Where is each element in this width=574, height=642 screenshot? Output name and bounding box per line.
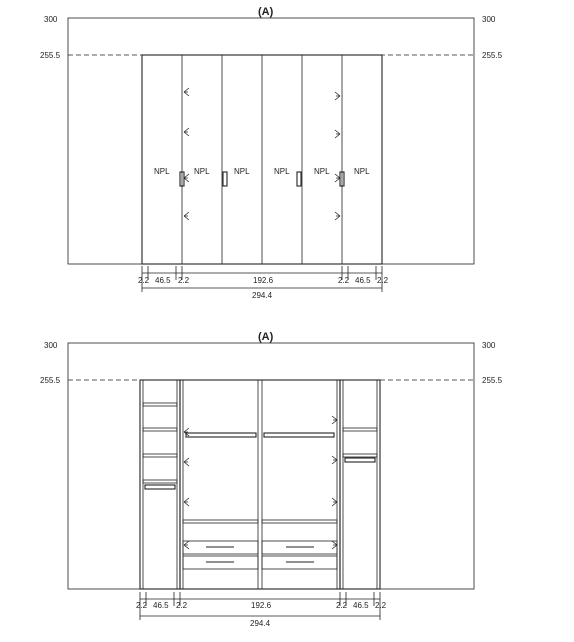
shelf (142, 479, 178, 484)
inner-height-label-bottom-right: 255.5 (482, 376, 503, 385)
drawer (182, 555, 259, 570)
interior-elevation: (A) 300 300 255.5 255.5 (40, 331, 503, 628)
shelf (182, 519, 259, 524)
hinge-icons-interior-left (183, 427, 190, 550)
view-label-bottom: (A) (258, 331, 274, 343)
dim-value: 2.2 (178, 276, 190, 285)
height-label-top-right: 300 (482, 15, 496, 24)
hinge-icons-left (183, 87, 190, 221)
center-module (179, 379, 341, 590)
hanging-rail (144, 484, 176, 490)
height-label-top-left: 300 (44, 15, 58, 24)
drawer (261, 540, 338, 555)
dim-value: 2.2 (336, 601, 348, 610)
door-label: NPL (194, 167, 210, 176)
shelf (342, 453, 378, 458)
dim-value: 2.2 (136, 601, 148, 610)
door-label: NPL (234, 167, 250, 176)
dim-value: 2.2 (338, 276, 350, 285)
total-width: 294.4 (252, 291, 273, 300)
dim-value: 2.2 (375, 601, 387, 610)
door-handle (296, 171, 302, 187)
inner-height-label-bottom-left: 255.5 (40, 376, 61, 385)
inner-height-label-top-right: 255.5 (482, 51, 503, 60)
dim-value: 46.5 (353, 601, 369, 610)
front-elevation: (A) 300 300 255.5 255.5 NPL NPL NPL NPL … (40, 6, 503, 300)
door-handle (222, 171, 228, 187)
dim-value: 2.2 (176, 601, 188, 610)
shelf (142, 453, 178, 458)
dim-value: 2.2 (138, 276, 150, 285)
inner-height-label-top-left: 255.5 (40, 51, 61, 60)
dimension-lines-bottom (139, 592, 381, 620)
door-label: NPL (274, 167, 290, 176)
dim-value: 46.5 (355, 276, 371, 285)
drawer (182, 540, 259, 555)
right-module (339, 379, 381, 590)
hanging-rail (263, 432, 335, 438)
shelf (142, 427, 178, 432)
shelf (142, 402, 178, 407)
door-label: NPL (314, 167, 330, 176)
hanging-rail (185, 432, 257, 438)
shelf (261, 519, 338, 524)
dim-value: 192.6 (251, 601, 272, 610)
dimension-lines-top (141, 266, 383, 292)
drawer (261, 555, 338, 570)
door-label: NPL (154, 167, 170, 176)
total-width: 294.4 (250, 619, 271, 628)
dim-value: 46.5 (155, 276, 171, 285)
hanging-rail (344, 457, 376, 463)
hinge-icons-right (334, 91, 341, 221)
dim-value: 46.5 (153, 601, 169, 610)
view-label-top: (A) (258, 6, 274, 18)
door-label: NPL (354, 167, 370, 176)
height-label-bottom-right: 300 (482, 341, 496, 350)
shelf (342, 427, 378, 432)
height-label-bottom-left: 300 (44, 341, 58, 350)
dim-value: 2.2 (377, 276, 389, 285)
hinge-icons-interior-right (331, 415, 338, 550)
door-handle (179, 171, 185, 187)
dim-value: 192.6 (253, 276, 274, 285)
door-handle (339, 171, 345, 187)
